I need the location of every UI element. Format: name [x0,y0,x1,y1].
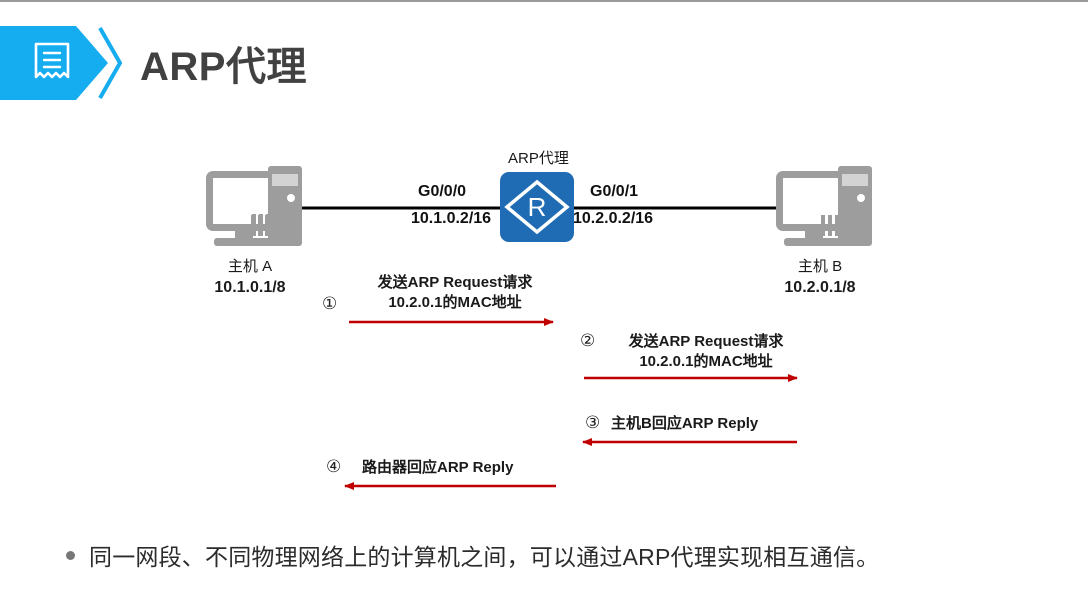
document-receipt-icon [34,42,70,79]
step-3-line1: 主机B回应ARP Reply [611,415,759,432]
step-2-line1: 发送ARP Request请求 [628,333,784,350]
host-a-icon [206,166,302,246]
bullet-dot-icon [66,550,75,560]
svg-text:R: R [528,192,547,222]
host-b-label: 主机 B 10.2.0.1/8 [755,256,885,298]
interface-ip-g0-0-1: 10.2.0.2/16 [573,210,654,227]
interface-label-g0-0-0: G0/0/0 [418,183,467,200]
slide-header: ARP代理 [0,26,1088,100]
step-4-line1: 路由器回应ARP Reply [362,459,514,476]
host-a-label: 主机 A 10.1.0.1/8 [185,256,315,298]
host-a-ip: 10.1.0.1/8 [214,279,286,296]
interface-ip-g0-0-0: 10.1.0.2/16 [411,210,492,227]
host-b-icon [776,166,872,246]
step-2-number: ② [580,331,596,350]
step-2-line2: 10.2.0.1的MAC地址 [639,353,773,370]
header-chevron-accent [98,27,123,99]
host-a-name: 主机 A [227,258,273,275]
page-title: ARP代理 [140,45,307,89]
router-icon: R [500,172,574,242]
summary-bullet: 同一网段、不同物理网络上的计算机之间，可以通过ARP代理实现相互通信。 [66,538,879,572]
step-1-number: ① [322,294,338,313]
step-3-number: ③ [585,413,601,432]
header-chevron-shape [0,26,108,100]
step-2-text: 发送ARP Request请求 10.2.0.1的MAC地址 [606,332,806,372]
step-1-line1: 发送ARP Request请求 [377,274,533,291]
router-caption: ARP代理 [508,150,569,167]
step-4-text: 路由器回应ARP Reply [362,458,562,478]
step-4-number: ④ [326,457,342,476]
step-3-text: 主机B回应ARP Reply [611,414,811,434]
step-1-text: 发送ARP Request请求 10.2.0.1的MAC地址 [350,273,560,313]
host-b-ip: 10.2.0.1/8 [784,279,856,296]
step-1-line2: 10.2.0.1的MAC地址 [388,294,522,311]
host-b-name: 主机 B [797,258,843,275]
bullet-text: 同一网段、不同物理网络上的计算机之间，可以通过ARP代理实现相互通信。 [89,544,880,570]
interface-label-g0-0-1: G0/0/1 [590,183,639,200]
